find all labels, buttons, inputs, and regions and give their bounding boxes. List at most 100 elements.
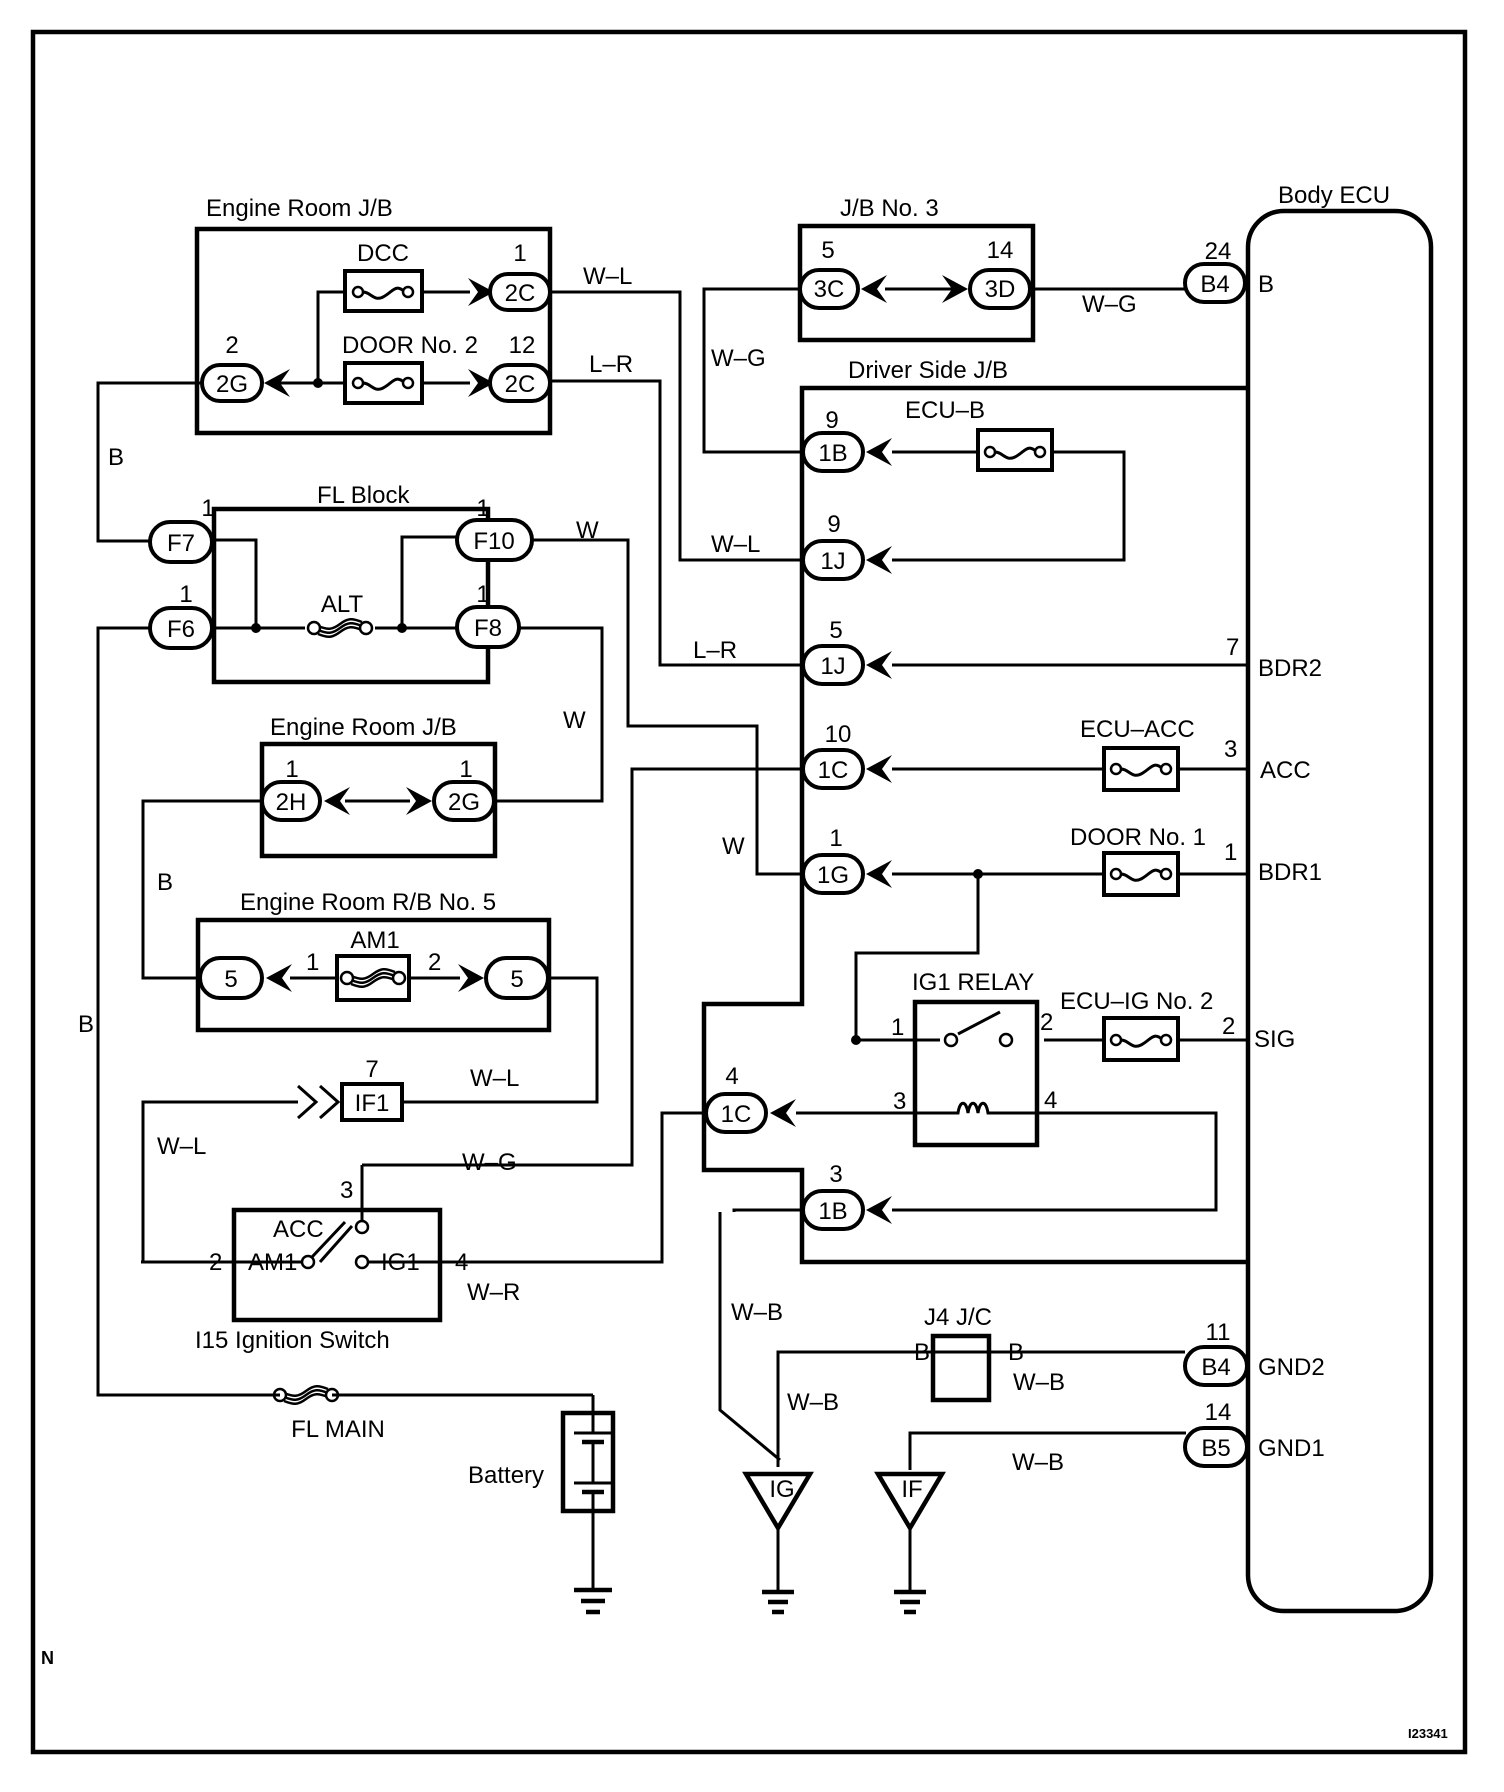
- wire-labels: W–L L–R W–G W–G B W W W–L L–R W B B W–L …: [78, 263, 1137, 1476]
- wire-label: W–B: [731, 1299, 783, 1326]
- pin-number: 1: [476, 495, 489, 522]
- connector-1b[interactable]: 1B: [818, 1198, 847, 1225]
- pin-number: 10: [825, 721, 852, 748]
- pin-number: 3: [340, 1177, 353, 1204]
- battery-circuit: FL MAIN Battery: [272, 1384, 616, 1615]
- jb-no3-label: J/B No. 3: [840, 195, 939, 222]
- connector-2g[interactable]: 2G: [448, 789, 480, 816]
- connector-1c[interactable]: 1C: [721, 1101, 752, 1128]
- connector-arrow-icon: [266, 964, 292, 992]
- pin-number: 1: [306, 949, 319, 976]
- driver-side-jb: Driver Side J/B ECU–B 9 1B 9 1J 5 1J ECU…: [701, 357, 1248, 1265]
- j4-jc-label: J4 J/C: [924, 1304, 992, 1331]
- terminal-bdr2: BDR2: [1258, 655, 1322, 682]
- ground-icon: [894, 1589, 926, 1615]
- connector-2c[interactable]: 2C: [505, 371, 536, 398]
- relay-contact: [998, 1032, 1014, 1048]
- engine-room-jb-top: Engine Room J/B DCC DOOR No. 2 2 2G 1 2C…: [194, 195, 553, 436]
- pin-number: 3: [829, 1161, 842, 1188]
- if1-connector: 7 IF1: [297, 1056, 404, 1122]
- pin-number: 2: [1040, 1009, 1053, 1036]
- pin-number: 1: [513, 240, 526, 267]
- fuse-ecub-label: ECU–B: [905, 397, 985, 424]
- fuse-icon: [983, 445, 1047, 460]
- wire-label: W: [722, 833, 745, 860]
- pin-number: 12: [509, 332, 536, 359]
- connector-3d[interactable]: 3D: [985, 276, 1016, 303]
- wire-label: W–L: [583, 263, 632, 290]
- driver-side-jb-label: Driver Side J/B: [848, 357, 1008, 384]
- frame-border: [30, 29, 1468, 1755]
- connector-1j[interactable]: 1J: [820, 548, 845, 575]
- fuse-icon: [1109, 867, 1173, 882]
- battery-label: Battery: [468, 1462, 544, 1489]
- ground-ig-label: IG: [769, 1476, 794, 1503]
- pin-number: 11: [1206, 1319, 1231, 1346]
- junction-dot: [251, 623, 261, 633]
- connector-2g[interactable]: 2G: [216, 371, 248, 398]
- connector-2c[interactable]: 2C: [505, 280, 536, 307]
- wire-label: B: [157, 869, 173, 896]
- connector-f7[interactable]: F7: [167, 530, 195, 557]
- connector-if1[interactable]: IF1: [355, 1090, 390, 1117]
- connector-1j[interactable]: 1J: [820, 653, 845, 680]
- terminal-sig: SIG: [1254, 1026, 1295, 1053]
- ground-point-ig: [742, 1471, 814, 1533]
- pin-number: 24: [1205, 238, 1232, 265]
- connector-b4[interactable]: B4: [1200, 271, 1229, 298]
- fl-block-label: FL Block: [317, 482, 410, 509]
- pin-number: 7: [365, 1056, 378, 1083]
- connector-1g[interactable]: 1G: [817, 862, 849, 889]
- wire-label: B: [78, 1011, 94, 1038]
- connector-1b[interactable]: 1B: [818, 440, 847, 467]
- wire-label: W–B: [1013, 1369, 1065, 1396]
- wire-label: W–G: [1082, 291, 1137, 318]
- terminal-b: B: [1258, 271, 1274, 298]
- wire-label: W–B: [1012, 1449, 1064, 1476]
- connector-b5[interactable]: B5: [1201, 1435, 1230, 1462]
- wire-label: L–R: [693, 637, 737, 664]
- connector-5[interactable]: 5: [510, 966, 523, 993]
- pin-number: 3: [1224, 736, 1237, 763]
- pin-number: 2: [1222, 1013, 1235, 1040]
- engine-room-jb-top-label: Engine Room J/B: [206, 195, 393, 222]
- connector-f6[interactable]: F6: [167, 616, 195, 643]
- wire-label: L–R: [589, 351, 633, 378]
- connector-3c[interactable]: 3C: [814, 276, 845, 303]
- connector-2h[interactable]: 2H: [276, 789, 307, 816]
- ignition-switch: I15 Ignition Switch ACC AM1 IG1 2 3 4: [141, 1165, 572, 1354]
- engine-room-rb5: Engine Room R/B No. 5 AM1 1 2 5 5: [195, 889, 552, 1033]
- wire-label: W–G: [462, 1149, 517, 1176]
- body-ecu: Body ECU 24 B4 B 7 BDR2 3 ACC 1 BDR1 2 S…: [1183, 182, 1434, 1614]
- pin-number: 1: [201, 495, 214, 522]
- wire-label: W–G: [711, 345, 766, 372]
- fuse-dcc-label: DCC: [357, 240, 409, 267]
- wire-label: W–L: [470, 1065, 519, 1092]
- pin-number: 2: [225, 332, 238, 359]
- connector-f10[interactable]: F10: [473, 528, 514, 555]
- junction-dot: [973, 869, 983, 879]
- connector-5[interactable]: 5: [224, 966, 237, 993]
- pin-number: 9: [827, 511, 840, 538]
- fl-main-label: FL MAIN: [291, 1416, 385, 1443]
- j4-junction-connector[interactable]: [930, 1333, 992, 1403]
- fuse-ecuig2-label: ECU–IG No. 2: [1060, 988, 1213, 1015]
- relay-contact: [943, 1032, 959, 1048]
- connector-arrow-icon: [297, 1084, 341, 1120]
- ground-icon: [762, 1589, 794, 1615]
- connector-arrow-icon: [866, 755, 892, 783]
- connector-f8[interactable]: F8: [474, 615, 502, 642]
- connector-arrow-icon: [866, 1196, 892, 1224]
- pin-number: 1: [459, 756, 472, 783]
- fuse-am1-label: AM1: [350, 927, 399, 954]
- pin-number: 1: [179, 581, 192, 608]
- figure-id: I23341: [1408, 1726, 1448, 1741]
- ground-point-if: [874, 1471, 946, 1533]
- connector-b4[interactable]: B4: [1201, 1354, 1230, 1381]
- fusible-link-icon: [306, 617, 374, 639]
- ignition-switch-label: I15 Ignition Switch: [195, 1327, 390, 1354]
- page-marker: N: [41, 1648, 54, 1668]
- connector-1c[interactable]: 1C: [818, 757, 849, 784]
- connector-arrow-icon: [866, 860, 892, 888]
